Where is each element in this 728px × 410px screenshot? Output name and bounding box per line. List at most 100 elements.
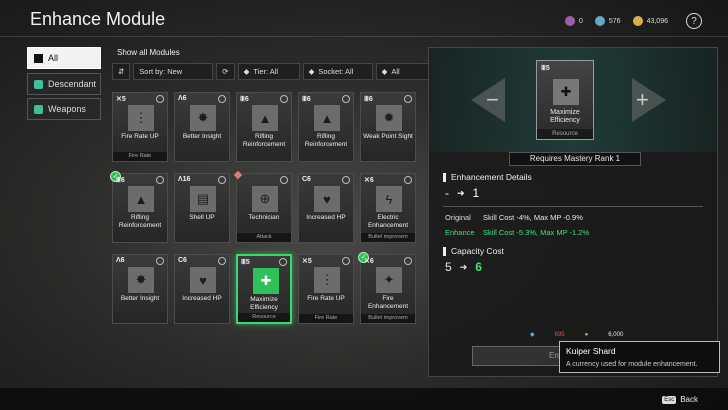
module-art-icon: ▲ (252, 105, 278, 131)
bottom-bar (0, 388, 728, 410)
currency-caliber: 0 (564, 16, 583, 26)
module-type: Attack (237, 233, 291, 242)
module-type: Resource (238, 313, 290, 322)
module-art-icon: ▲ (128, 186, 154, 212)
tooltip-title: Kuiper Shard (566, 346, 616, 356)
module-name: Fire Enhancement (367, 295, 409, 310)
module-name: Shell UP (189, 214, 215, 221)
module-type: Bullet improvem (361, 233, 415, 242)
type-filter[interactable]: ◆All (375, 63, 434, 80)
enhance-button[interactable]: En (472, 346, 562, 366)
module-card[interactable]: Ⅲ6▲Rifling Reinforcement (298, 92, 354, 162)
module-art-icon: ⊕ (252, 186, 278, 212)
module-card[interactable]: Λ6✸Better Insight (174, 92, 230, 162)
module-card[interactable]: ✓Ⅲ6▲Rifling Reinforcement (110, 171, 168, 243)
module-art-icon: ✚ (553, 79, 579, 105)
module-card[interactable]: ✕5⋮ Fire Rate UP Fire Rate (298, 254, 354, 324)
divider (443, 206, 703, 207)
refresh-icon: ⟳ (222, 67, 229, 76)
sort-dropdown[interactable]: Sort by: New (133, 63, 214, 80)
module-card[interactable]: C6♥Increased HP (298, 173, 354, 243)
enhancement-details-heading: Enhancement Details (443, 172, 532, 182)
module-card[interactable]: Ⅲ6✹Weak Point Sight (360, 92, 416, 162)
currency-gold: 43,096 (632, 16, 668, 26)
capacity-from: 5 (445, 260, 452, 274)
socket-icon (218, 176, 226, 184)
module-name: Rifling Reinforcement (242, 133, 286, 148)
descendant-icon (34, 79, 43, 89)
module-cost: Ⅲ5 (541, 65, 550, 72)
minus-icon: − (486, 87, 499, 112)
back-label: Back (680, 395, 698, 404)
module-cost: Ⅲ6 (364, 96, 373, 103)
category-weapons[interactable]: Weapons (27, 98, 101, 120)
sort-label: Sort by: New (139, 67, 183, 76)
currency-value: 43,096 (646, 17, 668, 25)
module-type: Fire Rate (299, 314, 353, 323)
esc-key-icon: Esc (662, 395, 677, 404)
module-card[interactable]: Λ6✸Better Insight (112, 254, 168, 324)
socket-icon (342, 95, 350, 103)
tier-filter[interactable]: ◆Tier: All (237, 63, 300, 80)
socket-icon (342, 176, 350, 184)
module-art-icon: ✚ (253, 268, 279, 294)
module-name: Rifling Reinforcement (118, 214, 162, 229)
module-card[interactable]: C6♥Increased HP (174, 254, 230, 324)
stack-icon (34, 53, 43, 63)
socket-filter[interactable]: ◆Socket: All (302, 63, 373, 80)
socket-icon: ◆ (308, 67, 315, 76)
arrow-right-icon: ➜ (457, 187, 465, 198)
module-art-icon: ⋮ (314, 267, 340, 293)
socket-icon (404, 95, 412, 103)
arrow-right-icon: ➜ (459, 261, 468, 272)
category-label: Descendant (48, 79, 97, 89)
back-button[interactable]: Esc Back (662, 395, 698, 404)
module-art-icon: ✹ (376, 105, 402, 131)
capacity-to: 6 (475, 260, 482, 274)
module-cost: Ⅲ6 (240, 96, 249, 103)
module-cost: ✕5 (302, 258, 312, 265)
module-type: Bullet improvem (361, 314, 415, 323)
module-cost: ✕6 (364, 258, 374, 265)
currency-value: 0 (578, 17, 583, 25)
module-art-icon: ▤ (190, 186, 216, 212)
detail-panel: − + Ⅲ5 ✚ Maximize Efficiency Resource Re… (428, 47, 718, 377)
shard-price: 695 (554, 331, 565, 338)
plus-icon: + (636, 87, 649, 112)
module-art-icon: ⋮ (128, 105, 154, 131)
module-cost: ✕6 (364, 177, 374, 184)
socket-icon (156, 176, 164, 184)
module-cost: Ⅲ5 (241, 259, 250, 266)
gold-coin-plus-icon (564, 16, 575, 26)
module-name: Increased HP (306, 214, 346, 221)
module-art-icon: ▲ (314, 105, 340, 131)
kuiper-shard-icon (594, 16, 605, 26)
capacity-cost-heading: Capacity Cost (443, 246, 504, 256)
socket-icon (404, 176, 412, 184)
module-name: Better Insight (182, 133, 222, 140)
module-name: Fire Rate UP (307, 295, 345, 302)
type-label: All (391, 67, 400, 76)
module-name: Electric Enhancement (367, 214, 409, 229)
module-card[interactable]: Λ16 ▤ Shell UP (174, 173, 230, 243)
module-cost: Λ16 (178, 176, 191, 183)
sort-order-toggle[interactable]: ⇵ (112, 63, 131, 80)
mastery-requirement: Requires Mastery Rank 1 (509, 152, 641, 166)
category-descendant[interactable]: Descendant (27, 73, 101, 95)
gold-price: 6,000 (608, 331, 624, 338)
module-card[interactable]: Ⅲ6▲ Rifling Reinforcement (236, 92, 292, 162)
refresh-button[interactable]: ⟳ (216, 63, 235, 80)
category-all[interactable]: All (27, 47, 101, 69)
module-name: Maximize Efficiency (250, 296, 278, 311)
help-button[interactable]: ? (686, 13, 702, 29)
module-cost: C6 (178, 257, 187, 264)
module-type: Resource (537, 129, 593, 139)
module-cost: Ⅲ6 (116, 177, 125, 184)
show-all-modules[interactable]: Show all Modules (117, 48, 180, 57)
